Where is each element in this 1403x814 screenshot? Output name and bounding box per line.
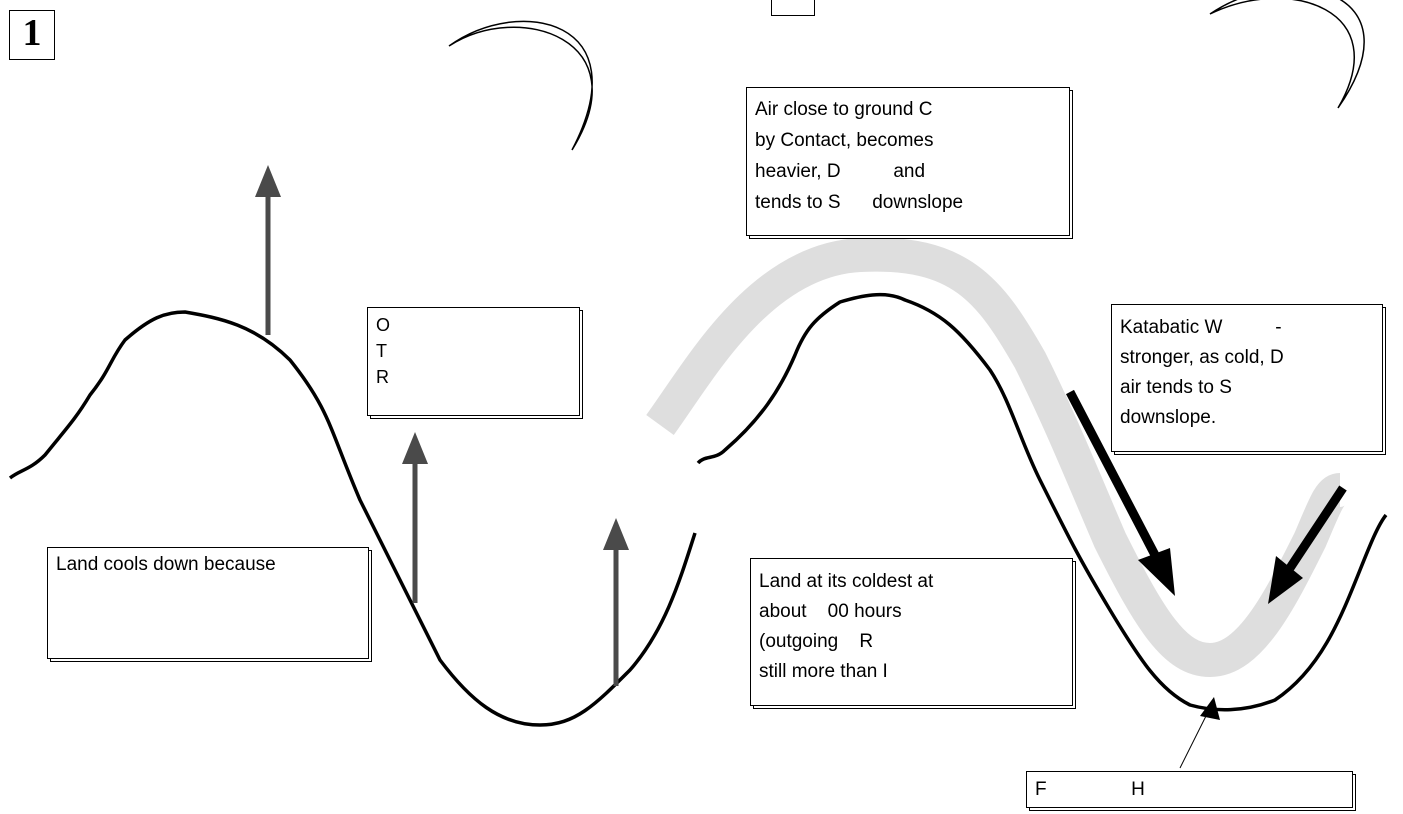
ground-profile-right	[696, 292, 1388, 712]
wind-arrow-icon	[1268, 485, 1347, 604]
frost-hollow-pointer	[1179, 697, 1220, 769]
moon-crescent-icon	[1209, 0, 1365, 109]
up-arrow-icon	[603, 518, 629, 686]
air-contact-box: Air close to ground C by Contact, become…	[746, 87, 1070, 236]
ground-profile-left	[8, 310, 697, 727]
up-arrow-icon	[402, 432, 428, 603]
frost-hollow-box: F H	[1026, 771, 1353, 808]
moon-crescent-icon	[448, 20, 593, 151]
panel-number-1: 1	[9, 10, 55, 60]
panel-number-2	[771, 0, 815, 16]
up-arrow-icon	[255, 165, 281, 335]
otr-box: O T R	[367, 307, 580, 416]
cold-air-flow-band	[646, 237, 1347, 677]
wind-arrow-icon	[1066, 389, 1175, 596]
land-cools-box: Land cools down because	[47, 547, 369, 659]
katabatic-wind-box: Katabatic W - stronger, as cold, D air t…	[1111, 304, 1383, 452]
coldest-land-box: Land at its coldest at about 00 hours (o…	[750, 558, 1073, 706]
